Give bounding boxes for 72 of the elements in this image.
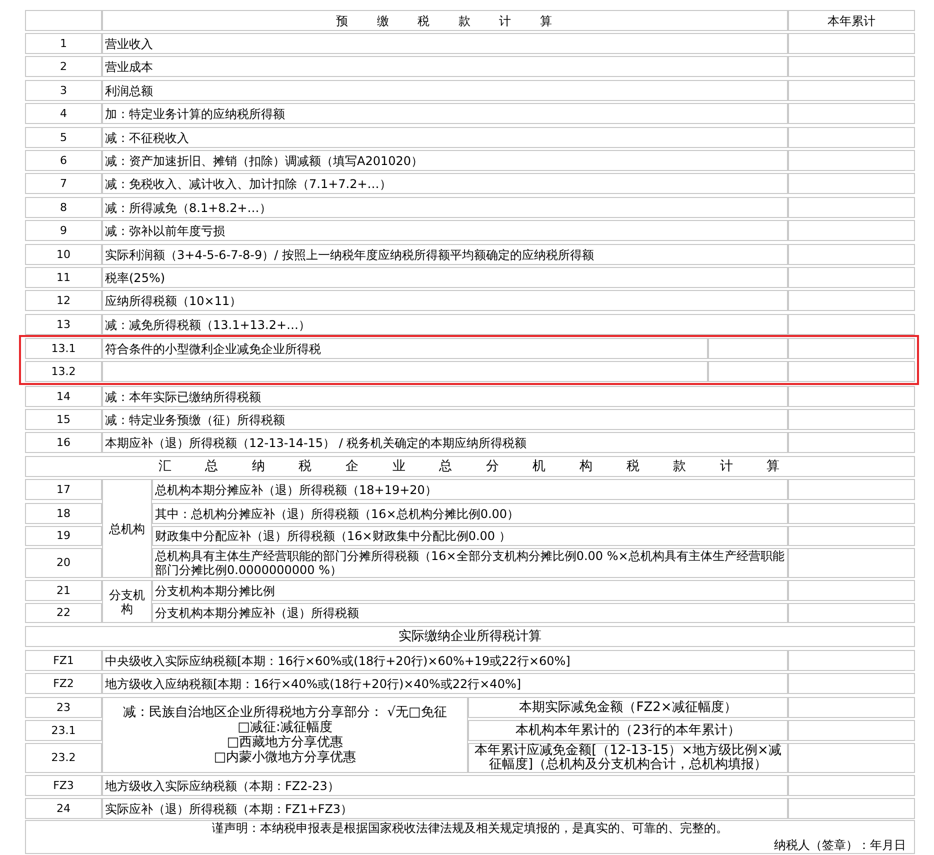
option-text: □西藏地方分享优惠 xyxy=(226,735,344,750)
cell-text: 本年累计 xyxy=(788,10,915,31)
row-number: 1 xyxy=(25,33,102,54)
cell-text: 财政集中分配应补（退）所得税额（16×财政集中分配比例0.00 ） xyxy=(152,526,788,546)
option-text: □内蒙小微地方分享优惠 xyxy=(214,750,356,765)
cell-text: 预缴税款计算 xyxy=(102,10,788,31)
cell-text: 利润总额 xyxy=(102,80,788,101)
cell-text: 符合条件的小型微利企业减免企业所得税 xyxy=(102,338,708,359)
cell-text: 本期应补（退）所得税额（12-13-14-15） / 税务机关确定的本期应纳所得税额 xyxy=(102,432,788,453)
cell-text: 本机构本年累计的（23行的本年累计） xyxy=(468,720,788,741)
cell-text: 应纳所得税额（10×11） xyxy=(102,290,788,311)
row-number: FZ3 xyxy=(25,775,102,796)
row-number: FZ1 xyxy=(25,650,102,671)
cell-text: 其中：总机构分摊应补（退）所得税额（16×总机构分摊比例0.00） xyxy=(152,503,788,524)
row-number: 12 xyxy=(25,290,102,311)
cell-text: 中央级收入实际应纳税额[本期：16行×60%或(18行+20行)×60%+19或22行×60%] xyxy=(102,650,788,671)
cell-text: 减：免税收入、减计收入、加计扣除（7.1+7.2+…） xyxy=(102,173,788,194)
row-number: 6 xyxy=(25,150,102,171)
cell-text: 营业成本 xyxy=(102,56,788,77)
row-number: 11 xyxy=(25,267,102,288)
cell-text: 减：特定业务预缴（征）所得税额 xyxy=(102,409,788,430)
cell-text: 本期实际减免金额（FZ2×减征幅度） xyxy=(468,697,788,718)
row-number: 21 xyxy=(25,580,102,601)
cell-text: 减：弥补以前年度亏损 xyxy=(102,220,788,241)
row-number: 7 xyxy=(25,173,102,194)
cell-text: 实际应补（退）所得税额（本期：FZ1+FZ3） xyxy=(102,798,788,819)
cell-text: 总机构具有主体生产经营职能的部门分摊所得税额（16×全部分支机构分摊比例0.00 %×总机构具有主体生产经营职能部门分摊比例0.0000000000 %） xyxy=(152,548,788,578)
cell-text: 本年累计应减免金额[（12-13-15）×地方级比例×减征幅度]（总机构及分支机构合计，总机构填报） xyxy=(468,743,788,773)
row-number: 23.2 xyxy=(25,743,102,773)
option-text: 减：民族自治地区企业所得税地方分享部分： √无□免征 □减征:减征幅度 xyxy=(122,705,448,735)
row-number: 18 xyxy=(25,503,102,524)
cell-text: 地方级收入应纳税额[本期：16行×40%或(18行+20行)×40%或22行×40%] xyxy=(102,673,788,694)
cell-text: 减：减免所得税额（13.1+13.2+…） xyxy=(102,314,788,335)
row-number: 4 xyxy=(25,103,102,124)
row-number: 16 xyxy=(25,432,102,453)
row-number: 24 xyxy=(25,798,102,819)
cell-text: 减：所得减免（8.1+8.2+…） xyxy=(102,197,788,218)
cell-text: 分支机构本期分摊应补（退）所得税额 xyxy=(152,603,788,623)
row-number: 10 xyxy=(25,244,102,265)
row-number: 15 xyxy=(25,409,102,430)
signature-line: 纳税人（签章）：年月日 xyxy=(773,838,907,852)
row-number: 13.1 xyxy=(25,338,102,359)
row-number: 3 xyxy=(25,80,102,101)
cell-text: 加：特定业务计算的应纳税所得额 xyxy=(102,103,788,124)
row-number: 14 xyxy=(25,386,102,407)
cell-text: 税率(25%) xyxy=(102,267,788,288)
cell-text: 总机构本期分摊应补（退）所得税额（18+19+20） xyxy=(152,479,788,500)
cell-text: 减：本年实际已缴纳所得税额 xyxy=(102,386,788,407)
row-number: 17 xyxy=(25,479,102,500)
row-number: 19 xyxy=(25,526,102,546)
cell-text: 地方级收入实际应纳税额（本期：FZ2-23） xyxy=(102,775,788,796)
cell-text: 实际利润额（3+4-5-6-7-8-9）/ 按照上一纳税年度应纳税所得额平均额确定的应纳税所得额 xyxy=(102,244,788,265)
row-number: FZ2 xyxy=(25,673,102,694)
row-number: 20 xyxy=(25,548,102,578)
row-number: 13.2 xyxy=(25,361,102,382)
cell-text: 实际缴纳企业所得税计算 xyxy=(25,626,915,647)
cell-text: 减：不征税收入 xyxy=(102,127,788,148)
row-number: 23.1 xyxy=(25,720,102,741)
row-number: 22 xyxy=(25,603,102,623)
row-number: 23 xyxy=(25,697,102,718)
declaration-text: 谨声明：本纳税申报表是根据国家税收法律法规及相关规定填报的，是真实的、可靠的、完整的。 xyxy=(211,821,729,835)
cell-text: 分支机构 xyxy=(102,580,152,623)
row-number: 5 xyxy=(25,127,102,148)
cell-text: 分支机构本期分摊比例 xyxy=(152,580,788,601)
cell-text: 营业收入 xyxy=(102,33,788,54)
row-number: 9 xyxy=(25,220,102,241)
cell-text: 总机构 xyxy=(102,479,152,578)
cell-text: 汇总纳税企业总分机构税款计算 xyxy=(25,456,915,477)
row-number: 2 xyxy=(25,56,102,77)
row-number: 8 xyxy=(25,197,102,218)
cell-text: 减：资产加速折旧、摊销（扣除）调减额（填写A201020） xyxy=(102,150,788,171)
row-number: 13 xyxy=(25,314,102,335)
